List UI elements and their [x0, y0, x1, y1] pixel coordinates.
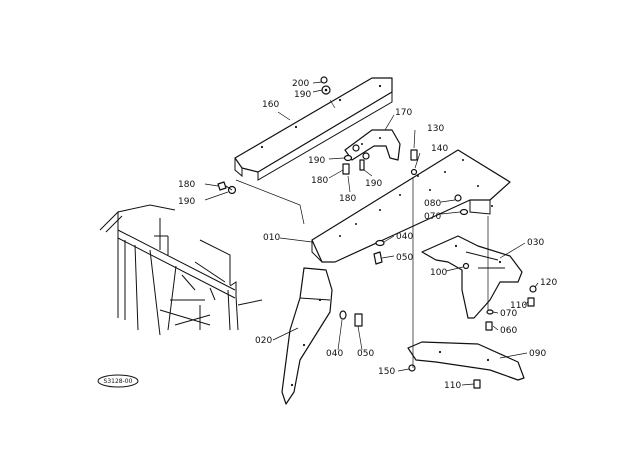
- callout-190: 190: [178, 197, 195, 207]
- callout-040: 040: [326, 349, 343, 359]
- fasteners: [217, 76, 537, 389]
- callout-030: 030: [527, 238, 544, 248]
- callout-150: 150: [378, 367, 395, 377]
- callout-050: 050: [357, 349, 374, 359]
- callout-110: 110: [444, 381, 461, 391]
- callout-180: 180: [311, 176, 328, 186]
- callout-140: 140: [431, 144, 448, 154]
- leader-lines: [204, 81, 539, 386]
- callout-130: 130: [427, 124, 444, 134]
- callout-170: 170: [395, 108, 412, 118]
- reference-code: S3128-00: [104, 378, 133, 385]
- callout-labels: 200 190 160 170 130 140 190 180 190 180 …: [178, 79, 557, 391]
- callout-090: 090: [529, 349, 546, 359]
- part-020-stay: [281, 267, 333, 405]
- part-090-lower-cover: [407, 341, 525, 381]
- part-030-side-plate: [421, 235, 523, 319]
- callout-070: 070: [424, 212, 441, 222]
- callout-200: 200: [292, 79, 309, 89]
- callout-190: 190: [308, 156, 325, 166]
- tractor-frame: [99, 204, 263, 336]
- callout-100: 100: [430, 268, 447, 278]
- callout-050: 050: [396, 253, 413, 263]
- part-170-bracket: [344, 129, 401, 161]
- callout-110: 110: [510, 301, 527, 311]
- callout-060: 060: [500, 326, 517, 336]
- callout-080: 080: [424, 199, 441, 209]
- part-010-main-panel: [311, 149, 511, 263]
- callout-040: 040: [396, 232, 413, 242]
- callout-020: 020: [255, 336, 272, 346]
- callout-180: 180: [339, 194, 356, 204]
- reference-code-badge: S3128-00: [97, 374, 139, 388]
- part-160-rear-cover: [234, 77, 393, 181]
- callout-010: 010: [263, 233, 280, 243]
- callout-190: 190: [294, 90, 311, 100]
- callout-160: 160: [262, 100, 279, 110]
- callout-190: 190: [365, 179, 382, 189]
- callout-120: 120: [540, 278, 557, 288]
- callout-070: 070: [500, 309, 517, 319]
- callout-180: 180: [178, 180, 195, 190]
